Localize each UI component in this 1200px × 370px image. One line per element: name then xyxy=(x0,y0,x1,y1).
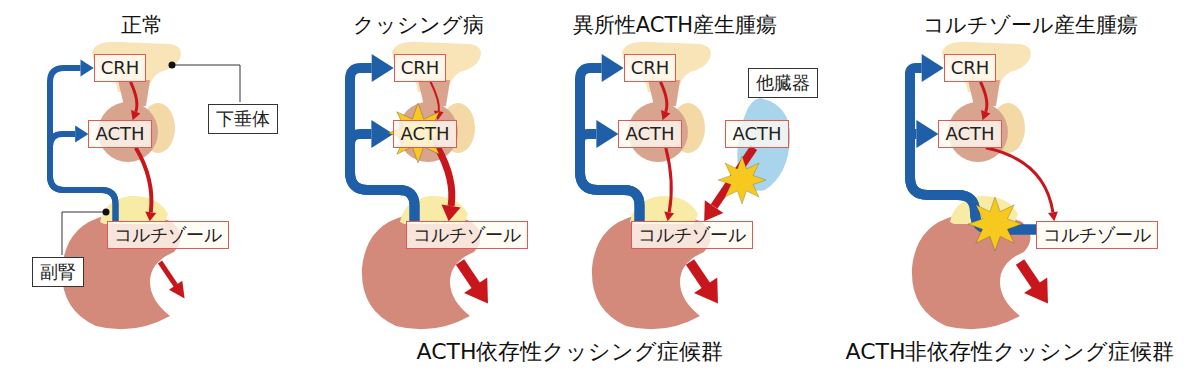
secretion-arrow xyxy=(438,148,461,221)
secretion-arrow xyxy=(661,82,671,120)
arrow-head xyxy=(916,120,938,148)
arrow-head xyxy=(1024,277,1060,311)
hormone-name: CRH xyxy=(401,57,440,79)
hormone-name: CRH xyxy=(951,57,990,79)
secretion-arrow xyxy=(664,148,674,221)
arrow-head xyxy=(602,54,624,82)
leader-dot xyxy=(103,209,110,216)
callout-box: 下垂体 xyxy=(208,104,278,134)
arrow-line xyxy=(438,148,452,206)
arrow-head xyxy=(131,110,140,120)
hormone-box: ACTH xyxy=(88,120,151,148)
leader-dot xyxy=(169,62,176,69)
arrow-line xyxy=(910,68,1036,230)
hormone-box: ACTH xyxy=(618,120,681,148)
arrow-head xyxy=(694,277,730,311)
callout-box: 他臓器 xyxy=(748,68,818,98)
output-arrow xyxy=(153,258,191,303)
hormone-name: ACTH xyxy=(95,123,144,145)
arrow-line xyxy=(131,82,137,112)
arrow-line xyxy=(661,82,667,112)
arrow-head xyxy=(922,54,944,82)
panel-title: クッシング病 xyxy=(353,13,484,38)
arrow-head xyxy=(75,126,88,143)
hormone-box: コルチゾール xyxy=(631,221,753,249)
arrow-line xyxy=(431,82,439,112)
arrow-head xyxy=(661,110,670,120)
output-arrow xyxy=(448,254,499,311)
organ-label: 下垂体 xyxy=(216,108,270,130)
hormone-name: コルチゾール xyxy=(413,224,521,246)
feedback-arrow xyxy=(910,120,1036,230)
arrow-line xyxy=(136,148,152,213)
hormone-box: コルチゾール xyxy=(107,221,229,249)
organ-label: 副腎 xyxy=(40,261,76,283)
leader-line xyxy=(172,65,240,102)
hormone-box: コルチゾール xyxy=(406,221,528,249)
secretion-arrow xyxy=(136,148,157,221)
hormone-box: CRH xyxy=(624,54,677,82)
hormone-name: コルチゾール xyxy=(1043,224,1151,246)
arrow-head xyxy=(596,120,618,148)
hypothalamus-pituitary xyxy=(942,42,1031,162)
secretion-arrow xyxy=(131,82,141,120)
secretion-arrow xyxy=(981,82,991,120)
hormone-box: ACTH xyxy=(393,120,456,148)
hormone-box: ACTH xyxy=(938,120,1001,148)
category-label: ACTH依存性クッシング症候群 xyxy=(416,339,723,365)
hypothalamus-pituitary xyxy=(622,42,711,162)
hormone-name: ACTH xyxy=(625,123,674,145)
arrow-head xyxy=(145,212,156,222)
output-arrow xyxy=(678,254,729,311)
arrow-head xyxy=(1048,212,1058,222)
hypothalamus-pituitary xyxy=(392,42,481,162)
tumor-star xyxy=(718,156,766,204)
hypothalamus-pituitary xyxy=(92,42,181,162)
hormone-name: コルチゾール xyxy=(638,224,746,246)
hormone-box: コルチゾール xyxy=(1036,221,1158,249)
arrow-line xyxy=(910,134,1036,230)
arrow-head xyxy=(81,60,94,77)
hormone-box: CRH xyxy=(94,54,147,82)
callout-box: 副腎 xyxy=(32,257,84,287)
organ-label: 他臓器 xyxy=(756,72,810,94)
arrow-head xyxy=(372,54,394,82)
arrow-head xyxy=(464,277,500,311)
hormone-box: ACTH xyxy=(725,120,788,148)
hormone-box: CRH xyxy=(944,54,997,82)
hormone-name: CRH xyxy=(101,57,140,79)
category-label: ACTH非依存性クッシング症候群 xyxy=(845,339,1174,365)
hormone-name: ACTH xyxy=(945,123,994,145)
panel-title: 異所性ACTH産生腫瘍 xyxy=(573,13,777,38)
arrow-line xyxy=(666,148,672,213)
hormone-box: CRH xyxy=(394,54,447,82)
panel-title: 正常 xyxy=(121,13,163,38)
hormone-name: ACTH xyxy=(400,123,449,145)
arrow-head xyxy=(981,110,990,120)
feedback-arrow xyxy=(910,54,1036,230)
arrow-head xyxy=(371,120,393,148)
arrow-head xyxy=(441,205,460,222)
arrow-shaft xyxy=(158,261,179,289)
arrow-head xyxy=(704,200,723,221)
panel-title: コルチゾール産生腫瘍 xyxy=(923,13,1138,38)
hormone-name: コルチゾール xyxy=(114,224,222,246)
leader-line xyxy=(62,212,106,255)
arrow-line xyxy=(981,82,987,112)
output-arrow xyxy=(1008,254,1059,311)
hormone-name: ACTH xyxy=(732,123,781,145)
hormone-name: CRH xyxy=(631,57,670,79)
arrow-head xyxy=(664,212,674,222)
tumor-star xyxy=(968,197,1022,251)
arrow-head xyxy=(169,281,191,303)
